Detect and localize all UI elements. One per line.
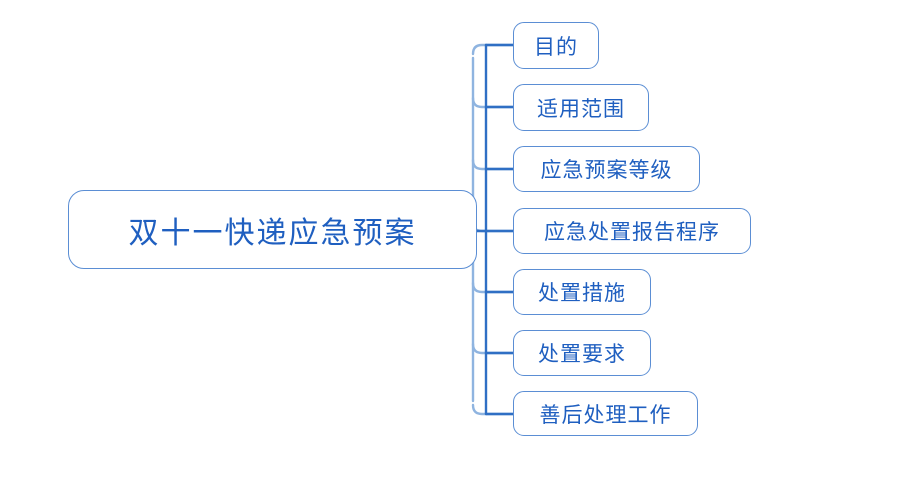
elbow-light-0 (471, 43, 515, 56)
child-node-label: 应急预案等级 (540, 158, 673, 182)
child-node-label: 目的 (534, 34, 578, 59)
child-node-label: 适用范围 (537, 96, 625, 121)
elbow-light-5 (471, 342, 515, 355)
elbow-light-4 (471, 281, 515, 294)
root-node[interactable]: 双十一快递应急预案 (68, 190, 477, 269)
child-node-label: 处置措施 (538, 281, 626, 305)
elbow-light-6 (471, 403, 515, 416)
child-node-1[interactable]: 目的 (513, 22, 599, 69)
child-node-6[interactable]: 处置要求 (513, 330, 651, 376)
elbow-light-3 (471, 220, 515, 233)
child-node-4[interactable]: 应急处置报告程序 (513, 208, 751, 254)
child-node-label: 应急处置报告程序 (544, 220, 720, 244)
elbow-light-1 (471, 96, 515, 109)
child-node-5[interactable]: 处置措施 (513, 269, 651, 315)
child-node-2[interactable]: 适用范围 (513, 84, 649, 131)
root-node-label: 双十一快递应急预案 (128, 215, 417, 251)
child-node-7[interactable]: 善后处理工作 (513, 391, 698, 436)
child-node-label: 善后处理工作 (539, 402, 672, 427)
child-node-3[interactable]: 应急预案等级 (513, 146, 700, 192)
elbow-light-2 (471, 158, 515, 171)
child-node-label: 处置要求 (538, 342, 626, 366)
